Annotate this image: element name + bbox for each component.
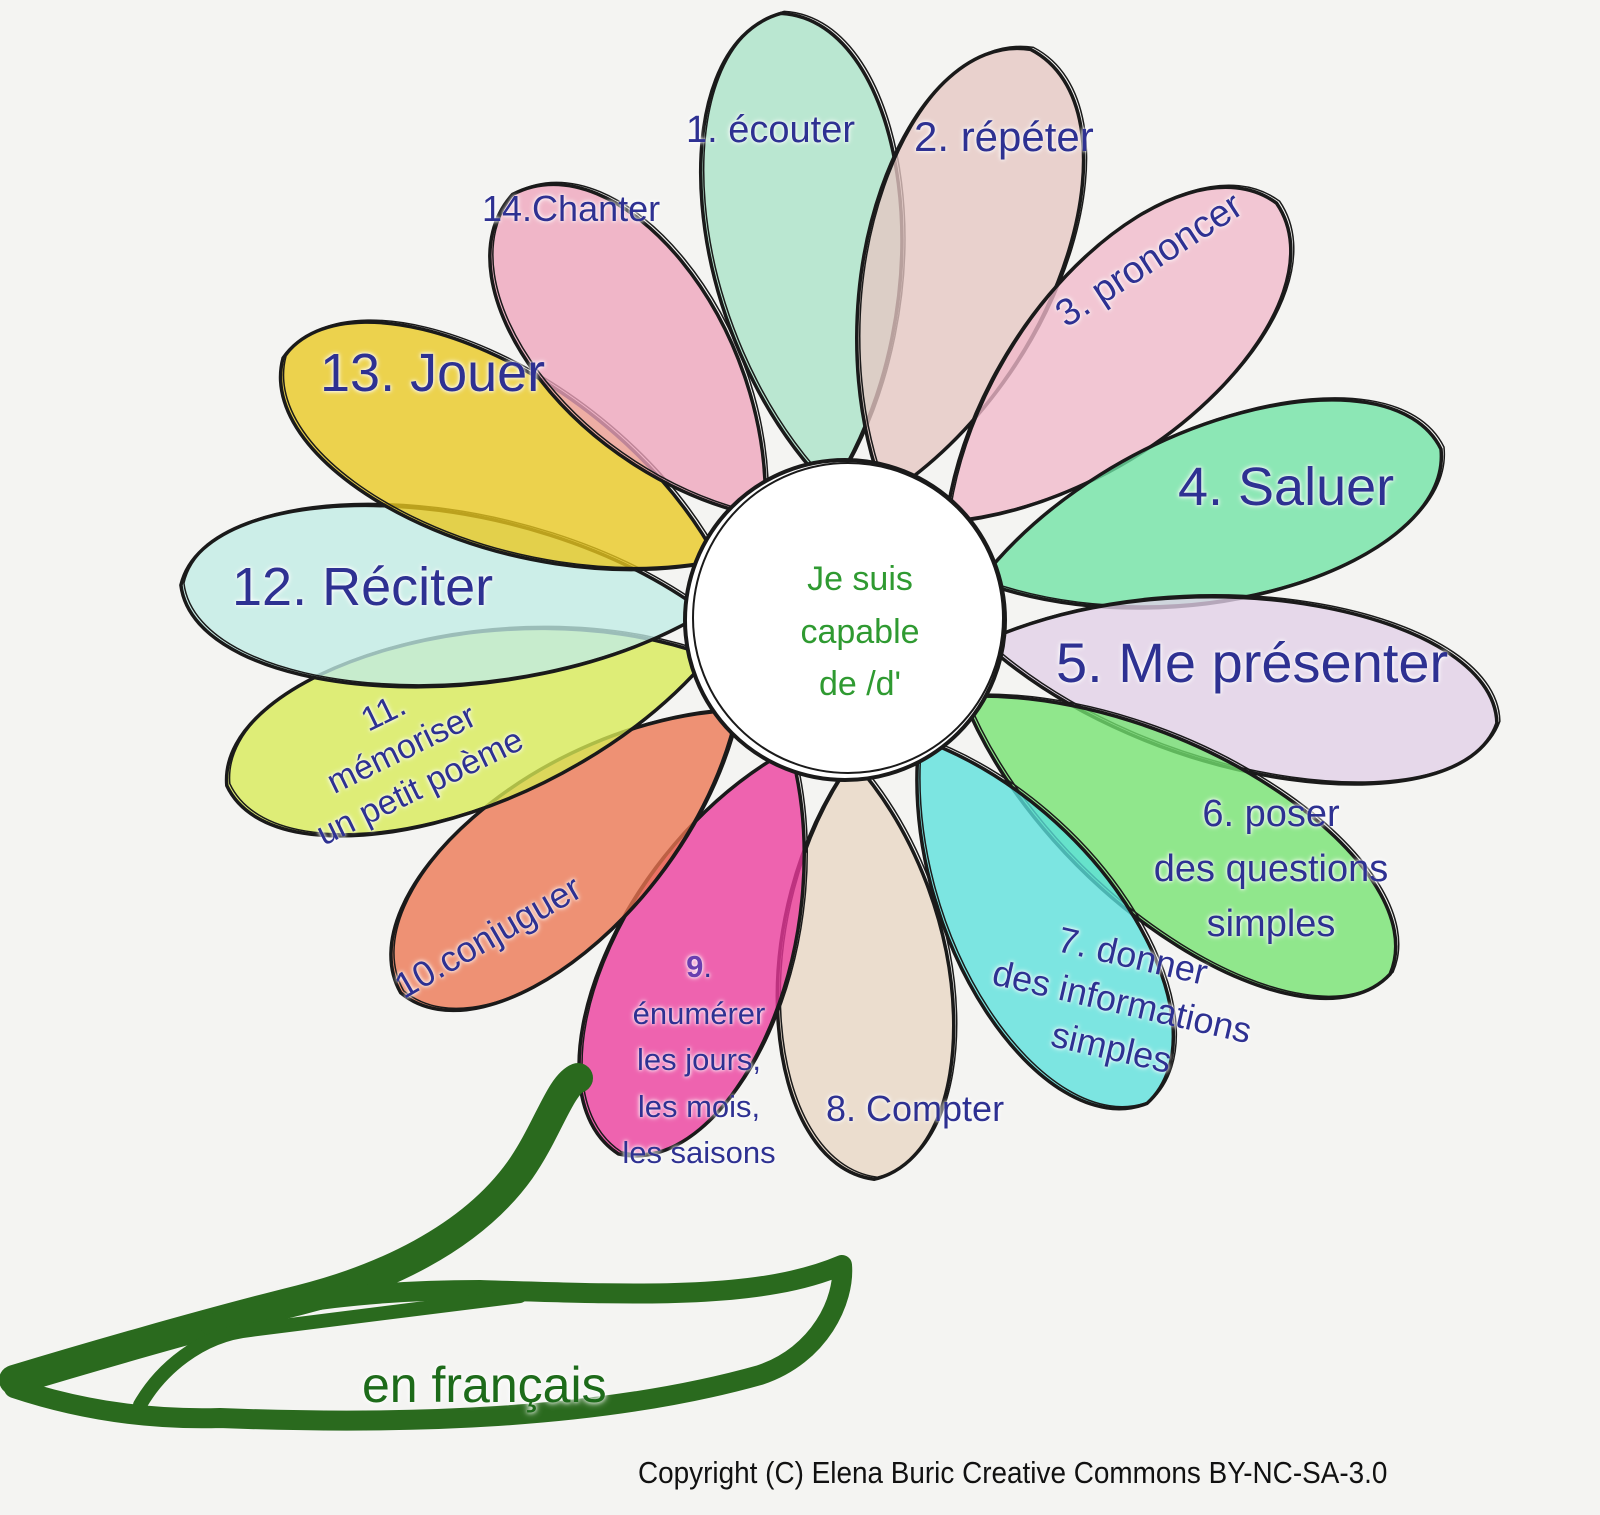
- petal-label-me-presenter: 5. Me présenter: [1056, 630, 1448, 696]
- petal-6-fill: [962, 695, 1396, 999]
- petal-label-jouer: 13. Jouer: [320, 342, 545, 406]
- label-line: 1. écouter: [686, 109, 855, 151]
- petal-label-ecouter: 1. écouter: [686, 108, 855, 153]
- stem: [0, 1063, 853, 1431]
- petal-label-poser: 6. poser des questions simples: [1136, 787, 1406, 952]
- leaf-label: en français: [362, 1357, 607, 1413]
- petal-5-fill: [983, 596, 1497, 785]
- petal-9-fill: [579, 748, 805, 1156]
- petal-2-fill: [856, 48, 1084, 497]
- stem-line: [0, 1063, 593, 1395]
- leaf-vein: [133, 1289, 527, 1412]
- petal-label-chanter: 14.Chanter: [482, 188, 660, 230]
- label-line: des questions: [1153, 848, 1389, 891]
- label-line: simples: [1206, 903, 1336, 946]
- label-line: les saisons: [622, 1135, 776, 1170]
- petal-label-compter: 8. Compter: [826, 1088, 1004, 1130]
- label-line: 8. Compter: [826, 1088, 1005, 1129]
- petal-7-fill: [916, 738, 1174, 1109]
- petal-8-fill: [777, 759, 954, 1180]
- petal-label-reciter: 12. Réciter: [232, 556, 493, 620]
- label-line: énumérer: [632, 995, 766, 1031]
- petal-layer: [179, 10, 1501, 1181]
- petal-label-saluer: 4. Saluer: [1178, 456, 1394, 520]
- center-label: Je suis capable de /d': [760, 553, 960, 711]
- leaf-outline: [4, 1255, 853, 1431]
- label-line: 6. poser: [1202, 793, 1340, 835]
- label-line: 13. Jouer: [320, 343, 546, 403]
- petal-label-repeter: 2. répéter: [914, 112, 1094, 162]
- label-line: 5. Me présenter: [1056, 631, 1449, 694]
- copyright-notice: Copyright (C) Elena Buric Creative Commo…: [638, 1455, 1388, 1490]
- label-line: les mois,: [637, 1088, 761, 1124]
- petal-1-fill: [700, 13, 902, 491]
- petal-14-sketch-line: [492, 181, 770, 517]
- center-circle: [683, 458, 1007, 782]
- petal-14-outline: [488, 182, 768, 520]
- center-line: de /d': [818, 665, 902, 704]
- center-line: capable: [800, 612, 920, 651]
- petal-14-fill: [489, 184, 766, 518]
- label-line: 4. Saluer: [1178, 457, 1395, 517]
- center-line: Je suis: [807, 560, 913, 598]
- label-line: 9.: [606, 944, 792, 991]
- step-dot: .: [703, 949, 712, 984]
- center-circle-sketch: [692, 462, 1004, 774]
- petal-10-fill: [390, 709, 738, 1011]
- label-line: 14.Chanter: [482, 188, 661, 229]
- step-number: 9: [686, 949, 704, 984]
- label-line: 2. répéter: [914, 113, 1094, 160]
- petal-3-fill: [945, 187, 1291, 523]
- label-line: les jours,: [636, 1042, 762, 1077]
- petal-4-fill: [979, 399, 1442, 609]
- petal-label-enumerer: 9. énumérer les jours, les mois, les sai…: [606, 944, 792, 1177]
- petal-7-sketch-line: [919, 735, 1178, 1108]
- label-line: 12. Réciter: [232, 557, 494, 617]
